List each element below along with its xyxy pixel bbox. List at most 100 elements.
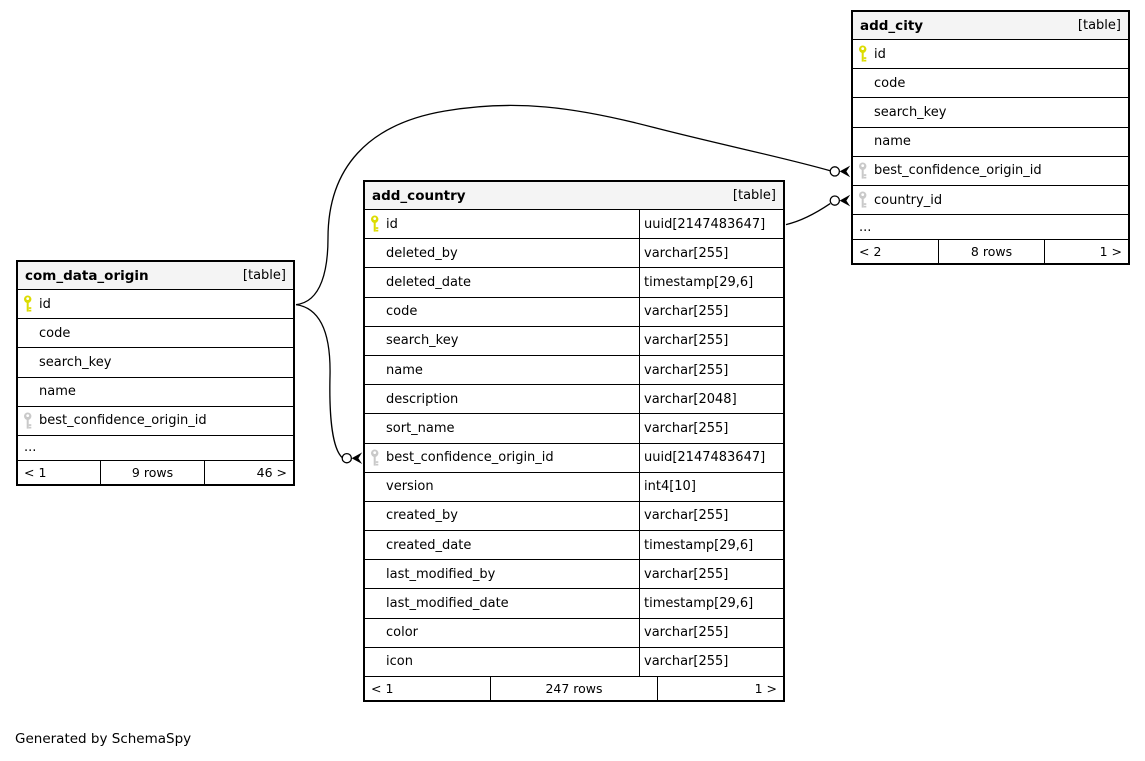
key-icon-cell-empty	[365, 531, 386, 559]
column-name: name	[39, 384, 76, 400]
footer-parents-count: 1 >	[657, 677, 783, 700]
column-row-code: code varchar[255]	[365, 297, 783, 327]
column-row-name: name varchar[255]	[365, 355, 783, 386]
column-name: created_date	[386, 537, 472, 553]
column-type: uuid[2147483647]	[639, 443, 783, 472]
footer-row-count: 9 rows	[100, 460, 204, 484]
column-row-color: color varchar[255]	[365, 618, 783, 648]
key-icon-cell-empty	[365, 327, 386, 355]
column-row-code: code	[853, 69, 1128, 99]
column-row-created_by: created_by varchar[255]	[365, 501, 783, 532]
column-name: color	[386, 625, 419, 641]
footer-parents-count: 46 >	[204, 460, 293, 484]
column-name: version	[386, 479, 434, 495]
column-type: varchar[255]	[639, 501, 783, 531]
key-icon-cell-empty	[365, 268, 386, 296]
column-name: last_modified_by	[386, 566, 496, 582]
key-icon-cell	[365, 210, 386, 238]
column-row-country_id: country_id	[853, 186, 1128, 216]
column-type: int4[10]	[639, 472, 783, 501]
column-type: varchar[255]	[639, 297, 783, 326]
footer-children-count: < 2	[859, 244, 882, 260]
column-row-last_modified_by: last_modified_by varchar[255]	[365, 560, 783, 590]
footer-parents-count: 1 >	[1044, 240, 1128, 264]
key-icon-cell-empty	[853, 98, 874, 126]
key-icon-cell-empty	[365, 239, 386, 267]
column-name: id	[386, 216, 398, 232]
column-name: best_confidence_origin_id	[386, 450, 554, 466]
key-icon-cell-empty	[18, 348, 39, 376]
key-icon-cell-empty	[365, 648, 386, 676]
key-icon-cell-empty	[853, 128, 874, 156]
edge-addcountry-addcity	[785, 203, 831, 226]
table-header[interactable]: add_city[table]	[853, 12, 1128, 40]
column-row-created_date: created_date timestamp[29,6]	[365, 531, 783, 561]
column-name: deleted_by	[386, 245, 458, 261]
column-type: varchar[255]	[639, 326, 783, 355]
column-type: varchar[255]	[639, 239, 783, 268]
foreign-key-icon	[24, 412, 32, 429]
column-name: name	[386, 362, 423, 378]
column-row-best_confidence_origin_id: best_confidence_origin_id	[853, 157, 1128, 186]
primary-key-icon	[371, 215, 379, 232]
column-name: name	[874, 134, 911, 150]
table-header[interactable]: com_data_origin [table]	[18, 262, 293, 290]
column-row-id: id	[18, 290, 293, 320]
column-row-deleted_by: deleted_by varchar[255]	[365, 239, 783, 269]
primary-key-icon	[859, 45, 867, 62]
key-icon-cell-empty	[365, 589, 386, 617]
edge-crowfoot-addcountry	[351, 452, 363, 464]
footer-row-count: 8 rows	[938, 240, 1044, 264]
table-header[interactable]: add_country[table]	[365, 182, 783, 210]
column-name: search_key	[874, 104, 947, 120]
key-icon-cell-empty	[365, 560, 386, 588]
column-row-name: name	[853, 128, 1128, 157]
primary-key-icon	[24, 295, 32, 312]
column-type: varchar[255]	[639, 560, 783, 589]
foreign-key-icon	[859, 162, 867, 179]
column-name: code	[874, 75, 906, 91]
key-icon-cell	[365, 444, 386, 472]
column-name: search_key	[386, 333, 459, 349]
column-type: timestamp[29,6]	[639, 268, 783, 297]
table-name: com_data_origin	[25, 267, 149, 284]
table-name: add_city	[860, 17, 924, 34]
foreign-key-icon	[859, 191, 867, 208]
column-name: sort_name	[386, 420, 455, 436]
column-name: id	[874, 46, 886, 62]
key-icon-cell	[18, 407, 39, 435]
column-name: code	[39, 325, 71, 341]
column-type: varchar[255]	[639, 647, 783, 676]
column-name: best_confidence_origin_id	[874, 163, 1042, 179]
column-type: timestamp[29,6]	[639, 531, 783, 560]
column-type: varchar[255]	[639, 355, 783, 385]
column-row-search_key: search_key varchar[255]	[365, 326, 783, 356]
column-row-code: code	[18, 319, 293, 349]
key-icon-cell	[853, 186, 874, 214]
table-type-badge: [table]	[242, 268, 286, 283]
column-type: varchar[255]	[639, 618, 783, 647]
column-name: code	[386, 304, 418, 320]
footer-children-count: < 1	[24, 464, 47, 480]
table-type-badge: [table]	[732, 188, 776, 203]
key-icon-cell-empty	[365, 298, 386, 326]
column-name: best_confidence_origin_id	[39, 413, 207, 429]
key-icon-cell-empty	[365, 619, 386, 647]
edge-odot-addcity-country	[829, 195, 841, 206]
foreign-key-icon	[371, 449, 379, 466]
key-icon-cell	[18, 290, 39, 318]
more-columns-ellipsis: ...	[18, 436, 293, 461]
column-name: created_by	[386, 508, 458, 524]
key-icon-cell-empty	[365, 385, 386, 413]
